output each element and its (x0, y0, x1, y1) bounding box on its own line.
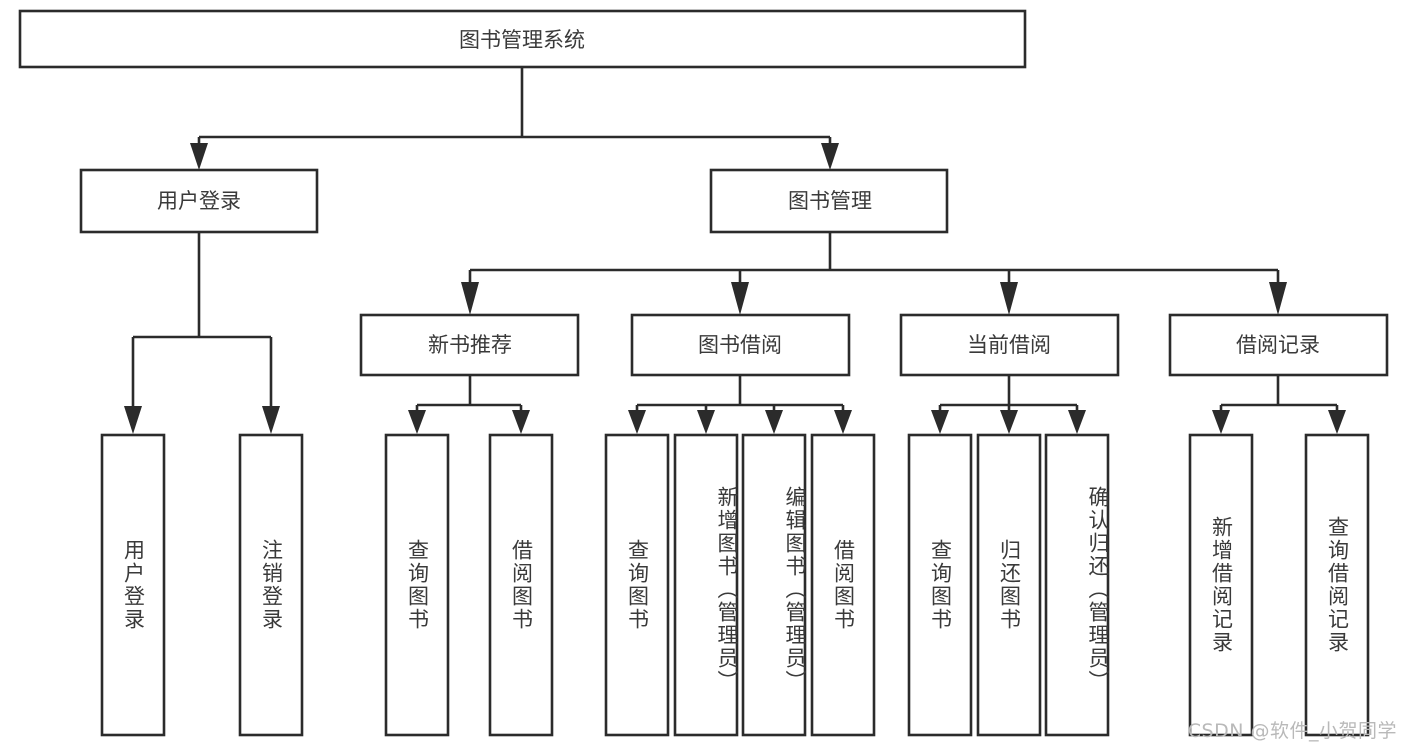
node-leaf-borrow-book-1[interactable] (488, 433, 554, 737)
label-user-login: 用户登录 (157, 189, 241, 213)
arrow-current-leaf-2 (1000, 410, 1018, 434)
csdn-watermark: CSDN @软件_小贺同学 (1187, 720, 1397, 742)
node-leaf-add-book-admin[interactable] (673, 433, 739, 737)
arrow-current-leaf-3 (1068, 410, 1086, 434)
arrow-current-leaf-1 (931, 410, 949, 434)
node-leaf-borrow-book-2[interactable] (810, 433, 876, 737)
arrow-newbook-leaf-2 (512, 410, 530, 434)
label-current-borrowing: 当前借阅 (967, 333, 1051, 357)
arrow-to-borrow-record (1269, 282, 1287, 315)
label-book-borrowing: 图书借阅 (698, 333, 782, 357)
node-leaf-query-borrow-record[interactable] (1304, 433, 1370, 737)
node-leaf-edit-book-admin[interactable] (741, 433, 807, 737)
arrow-to-user-login (190, 143, 208, 170)
node-leaf-query-book-3[interactable] (907, 433, 973, 737)
node-root-book-management-system[interactable] (18, 9, 1027, 69)
label-new-book-recommend: 新书推荐 (428, 333, 512, 357)
node-leaf-query-book-1[interactable] (384, 433, 450, 737)
arrow-borrow-leaf-4 (834, 410, 852, 434)
arrow-to-new-book-rec (461, 282, 479, 315)
node-new-book-recommend[interactable] (359, 313, 580, 377)
arrow-borrow-leaf-2 (697, 410, 715, 434)
node-user-login[interactable] (79, 168, 319, 234)
node-current-borrowing[interactable] (899, 313, 1120, 377)
arrow-to-current-borrow (1000, 282, 1018, 315)
label-root-book-management-system: 图书管理系统 (459, 28, 585, 52)
arrow-record-leaf-2 (1328, 410, 1346, 434)
node-leaf-logout[interactable] (238, 433, 304, 737)
arrow-to-leaf-logout (262, 406, 280, 434)
arrow-to-book-borrow (731, 282, 749, 315)
connector-layer (124, 67, 1346, 434)
label-borrowing-record: 借阅记录 (1236, 333, 1320, 357)
node-leaf-confirm-return-admin[interactable] (1044, 433, 1110, 737)
label-book-management: 图书管理 (788, 189, 872, 213)
node-layer (18, 9, 1389, 737)
arrow-borrow-leaf-1 (628, 410, 646, 434)
node-borrowing-record[interactable] (1168, 313, 1389, 377)
arrow-record-leaf-1 (1212, 410, 1230, 434)
node-leaf-return-book[interactable] (976, 433, 1042, 737)
arrow-borrow-leaf-3 (765, 410, 783, 434)
node-leaf-user-login[interactable] (100, 433, 166, 737)
arrow-to-book-mgmt (821, 143, 839, 170)
node-leaf-add-borrow-record[interactable] (1188, 433, 1254, 737)
node-leaf-query-book-2[interactable] (604, 433, 670, 737)
horizontal-label-layer: 图书管理系统 用户登录 图书管理 新书推荐 图书借阅 当前借阅 借阅记录 (157, 28, 1320, 357)
arrow-to-leaf-user-login (124, 406, 142, 434)
node-book-borrowing[interactable] (630, 313, 851, 377)
node-book-management[interactable] (709, 168, 949, 234)
arrow-newbook-leaf-1 (408, 410, 426, 434)
